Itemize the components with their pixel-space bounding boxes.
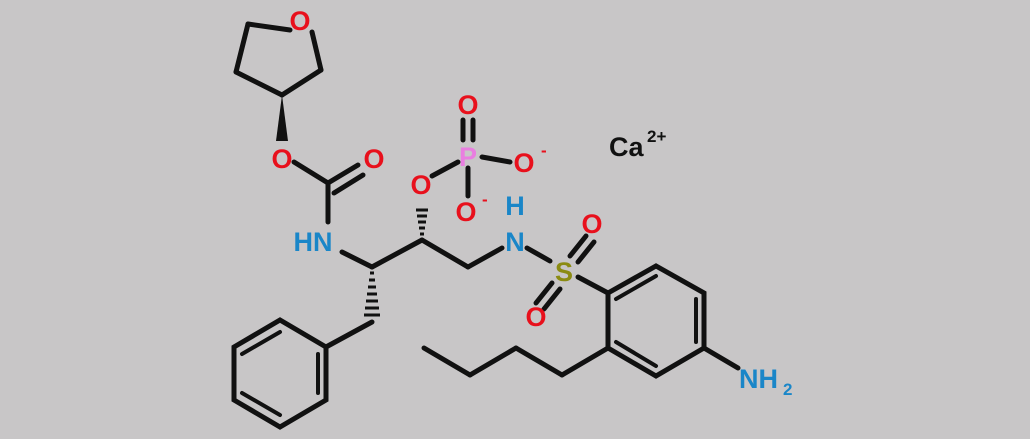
bond-o-p bbox=[429, 159, 461, 179]
phosphate-right-charge: - bbox=[541, 141, 547, 160]
bond-s-o-bottom-1 bbox=[533, 280, 555, 306]
hashed-bond-c-beta-o bbox=[416, 208, 428, 236]
svg-text:NH: NH bbox=[739, 364, 778, 394]
bond-butyl-4 bbox=[421, 345, 473, 378]
atom-phosphorus: P bbox=[459, 142, 477, 172]
bond-butyl-2 bbox=[513, 345, 565, 378]
phosphate-bottom-charge: - bbox=[482, 190, 488, 209]
bond-thf-c3-c4 bbox=[279, 67, 324, 98]
bond-ch2-n bbox=[465, 245, 505, 270]
bond-p-o-right bbox=[479, 154, 513, 165]
bond-c-alpha-c-beta bbox=[369, 237, 425, 270]
bond-s-o-bottom-2 bbox=[541, 286, 563, 312]
svg-text:O: O bbox=[513, 148, 534, 178]
atom-sulfonyl-oxygen-top: O bbox=[581, 209, 602, 239]
atom-sulfonamide-nitrogen: N bbox=[505, 227, 525, 257]
bond-benzyl-ch2-phenyl bbox=[323, 319, 375, 350]
calcium-ion: Ca 2+ bbox=[609, 127, 666, 162]
phenyl-ring bbox=[231, 317, 329, 430]
bond-ester-o-carbonyl-c bbox=[291, 159, 331, 186]
hashed-bond-c-alpha-benzyl bbox=[364, 271, 380, 317]
bond-thf-c2-c3 bbox=[233, 69, 285, 98]
bond-n-s bbox=[524, 245, 553, 264]
bond-s-aryl bbox=[575, 274, 611, 296]
bond-nh-c-alpha bbox=[339, 249, 375, 270]
bond-butyl-3 bbox=[467, 345, 519, 378]
bond-thf-c4-o bbox=[309, 29, 324, 73]
atom-sulfur: S bbox=[555, 257, 573, 287]
bond-butyl-1 bbox=[559, 345, 611, 378]
bond-s-o-top-1 bbox=[567, 233, 589, 259]
atom-amine-nh2: NH 2 bbox=[739, 364, 792, 399]
atom-ester-oxygen: O bbox=[271, 144, 292, 174]
bond-thf-c1-c2 bbox=[233, 21, 251, 75]
bond-thf-o-c1 bbox=[245, 21, 293, 33]
bond-c-beta-ch2 bbox=[419, 237, 471, 270]
calcium-symbol: Ca bbox=[609, 132, 644, 162]
calcium-charge: 2+ bbox=[647, 127, 666, 146]
atom-ring-oxygen: O bbox=[289, 6, 310, 36]
bond-s-o-top-2 bbox=[575, 239, 597, 265]
aniline-ring bbox=[605, 263, 707, 379]
svg-text:O: O bbox=[455, 197, 476, 227]
atom-phosphate-oxygen-bottom: O - bbox=[455, 190, 487, 227]
amine-subscript: 2 bbox=[783, 380, 792, 399]
atom-carbonyl-oxygen: O bbox=[363, 144, 384, 174]
atom-amide-nh: HN bbox=[294, 227, 333, 257]
atom-ether-oxygen: O bbox=[410, 170, 431, 200]
atom-sulfonamide-hydrogen: H bbox=[505, 191, 525, 221]
bond-carbonyl-double-2 bbox=[331, 172, 366, 196]
bond-carbonyl-double-1 bbox=[325, 162, 361, 186]
atom-labels: O O O HN O P O O - O - H N S O O NH 2 Ca… bbox=[271, 6, 792, 399]
atom-sulfonyl-oxygen-bottom: O bbox=[525, 302, 546, 332]
wedge-bond-thf-ester bbox=[276, 95, 288, 141]
bonds bbox=[231, 21, 741, 430]
atom-phosphate-double-oxygen: O bbox=[457, 90, 478, 120]
bond-aryl-nh2 bbox=[701, 345, 741, 371]
atom-phosphate-oxygen-right: O - bbox=[513, 141, 546, 178]
